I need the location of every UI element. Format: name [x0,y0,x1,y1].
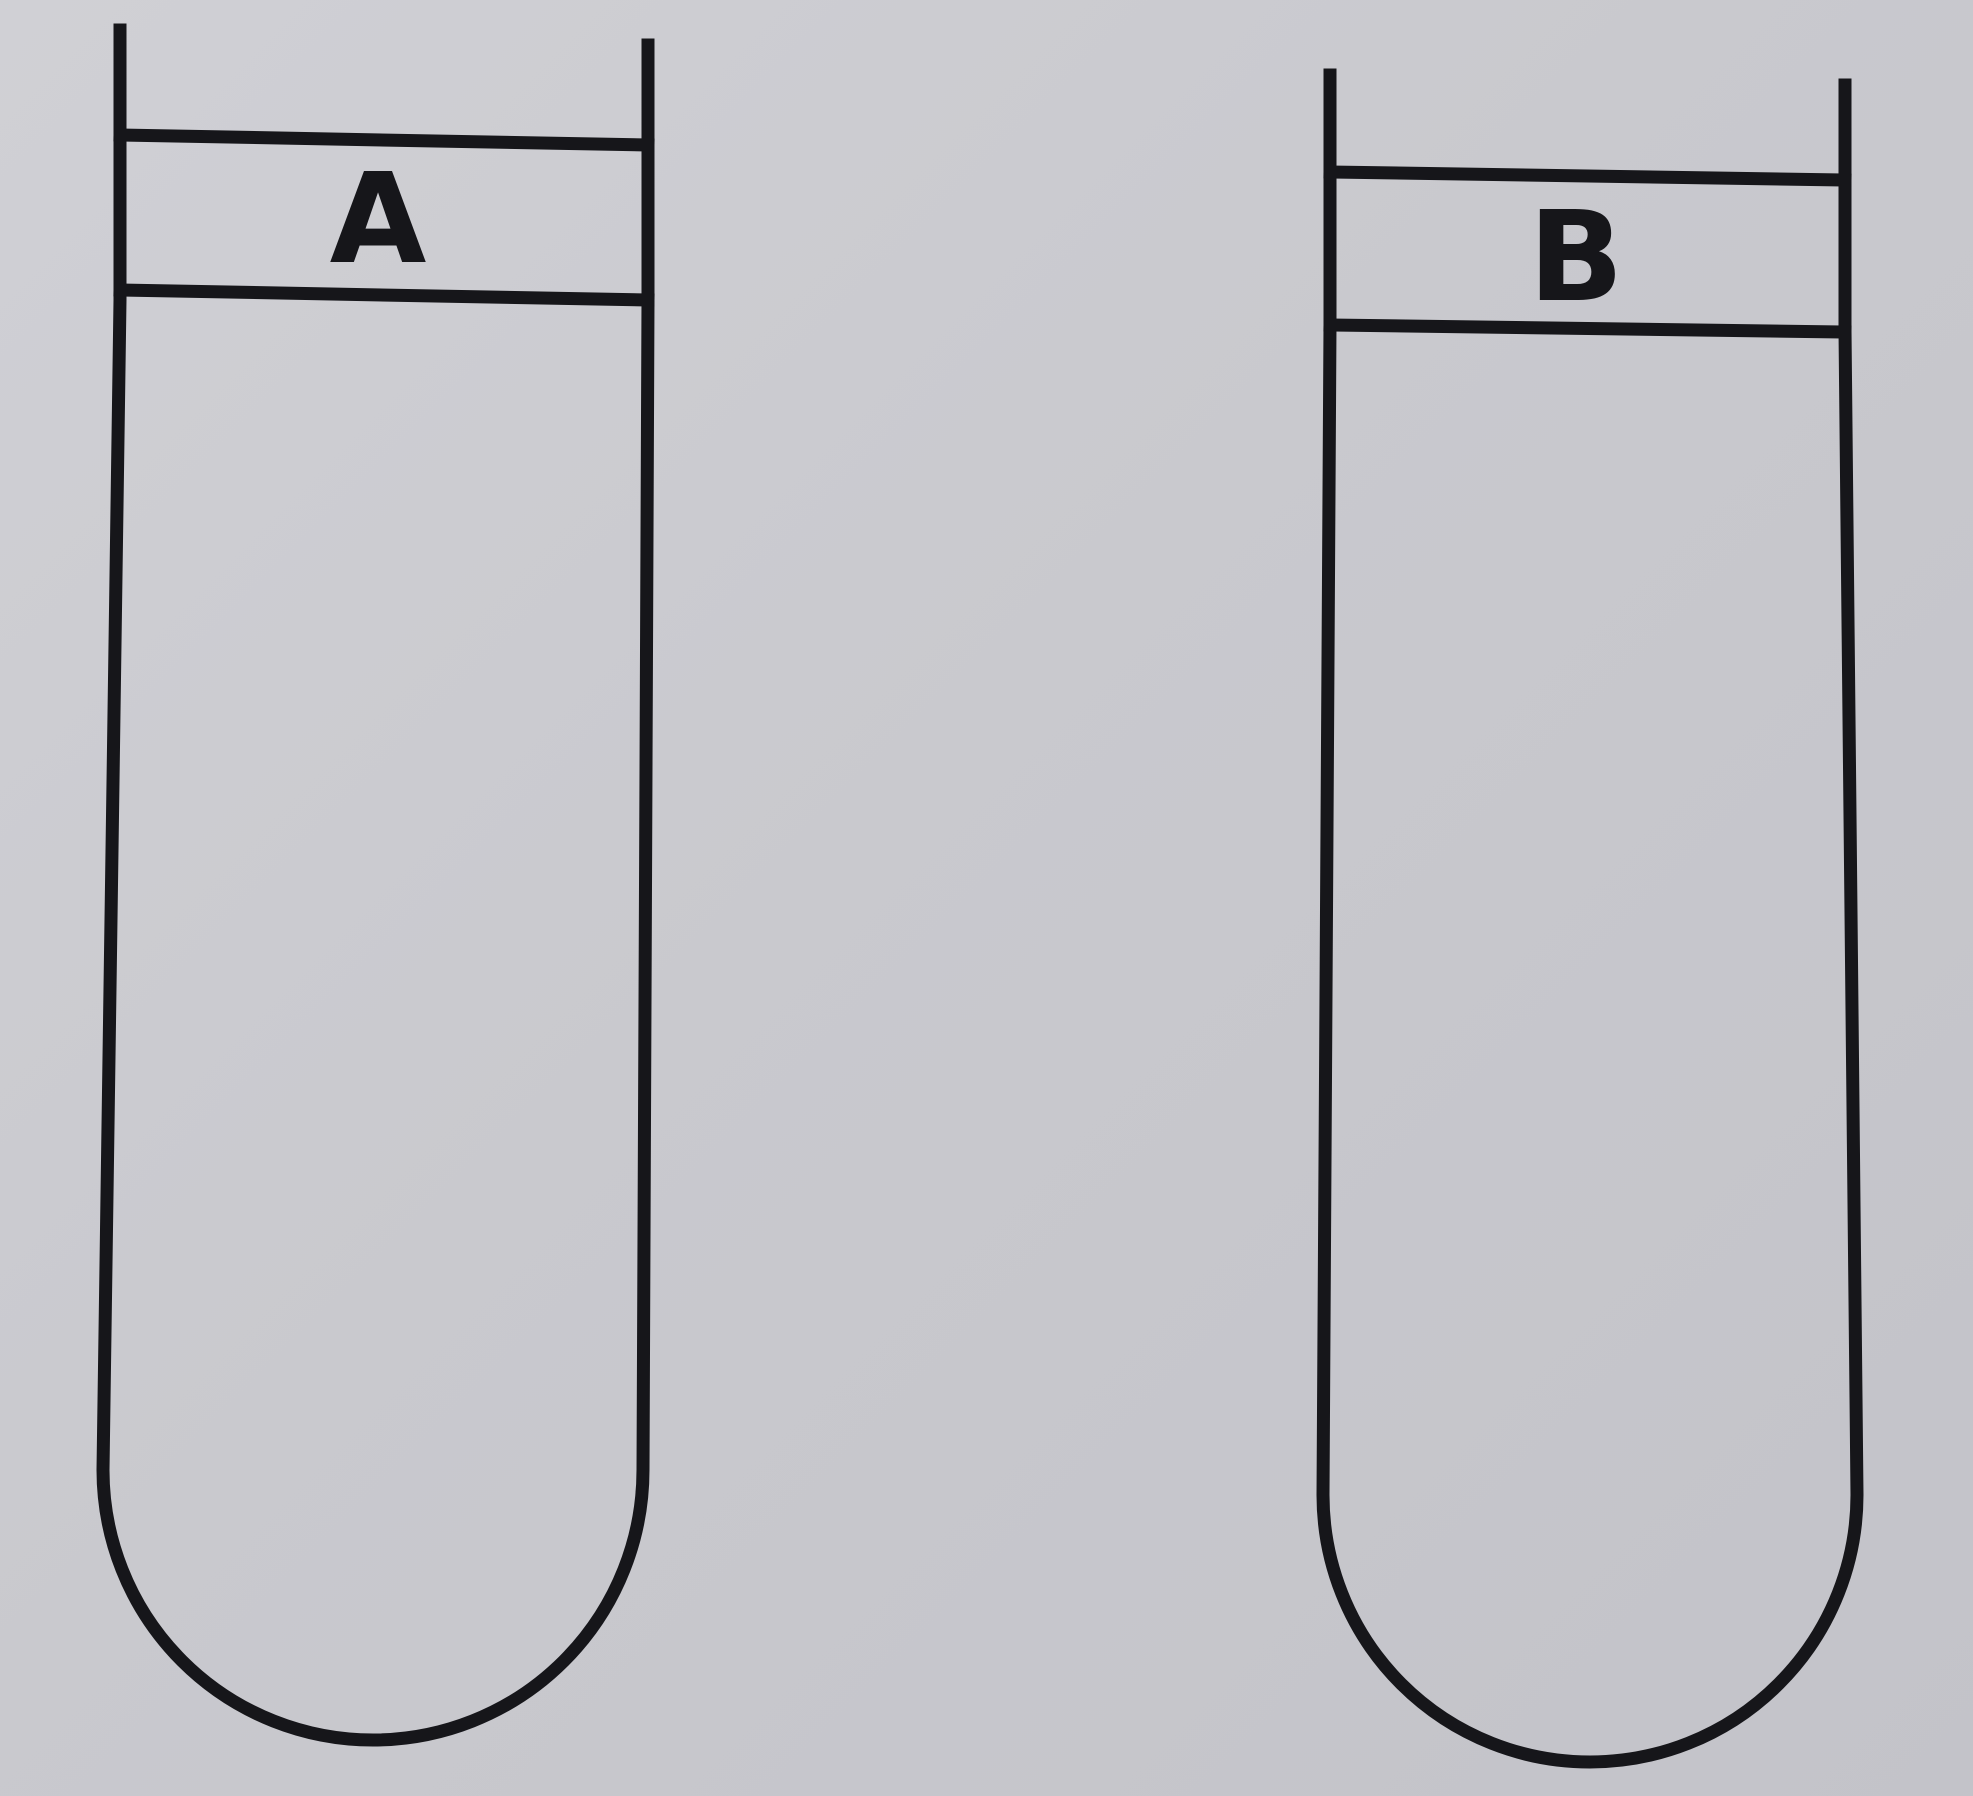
tube-a-outline [96,23,655,1747]
tube-b-band-bottom [1323,318,1852,339]
tube-b-outline [1316,68,1864,1769]
tube-a-label: A [330,147,427,292]
tube-b-label: B [1528,185,1623,330]
tube-b-band-top [1323,165,1852,187]
tube-a-band-bottom [113,283,655,307]
test-tube-b: B [1316,68,1864,1769]
test-tube-a: A [96,23,655,1747]
tube-a-band-top [113,128,655,152]
